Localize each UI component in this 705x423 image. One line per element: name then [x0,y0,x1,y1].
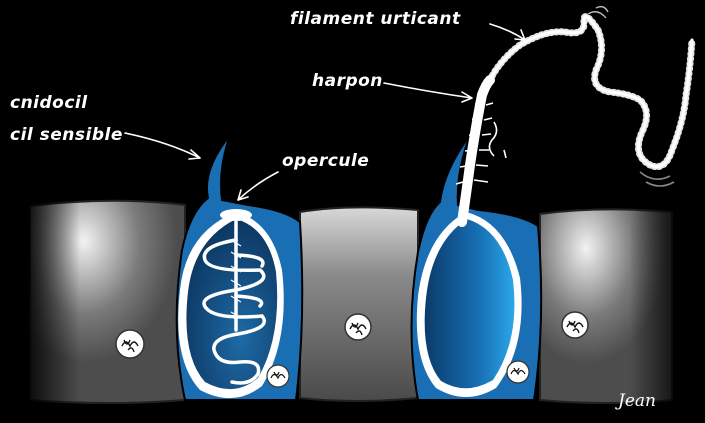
arrow-cnidocil [124,132,201,160]
coiled-filament [202,220,266,385]
epithelial-cell-middle [299,206,419,402]
arrow-harpon [383,82,473,103]
label-filament-urticant: filament urticant [290,9,461,29]
arrow-opercule [237,171,279,201]
cnidocyte-undischarged [175,134,304,401]
label-cil-sensible: cil sensible [10,125,123,145]
cnidocyte-discharged [410,75,543,401]
label-opercule: opercule [282,151,369,171]
signature: Jean [615,391,656,411]
harpoon-barbs [455,102,494,185]
nucleus-icon [344,313,372,341]
nucleus-icon [506,360,530,384]
arrow-filament [489,23,526,41]
epithelial-cell-left [20,195,186,410]
label-cnidocil: cnidocil [10,93,88,113]
urticant-filament [486,5,696,187]
nucleus-icon [561,311,589,339]
nucleus-icon [115,329,145,359]
nucleus-icon [266,364,290,388]
label-harpon: harpon [312,71,383,91]
operculum [220,209,252,221]
harpoon [457,75,495,227]
epithelial-cell-right [539,200,690,415]
